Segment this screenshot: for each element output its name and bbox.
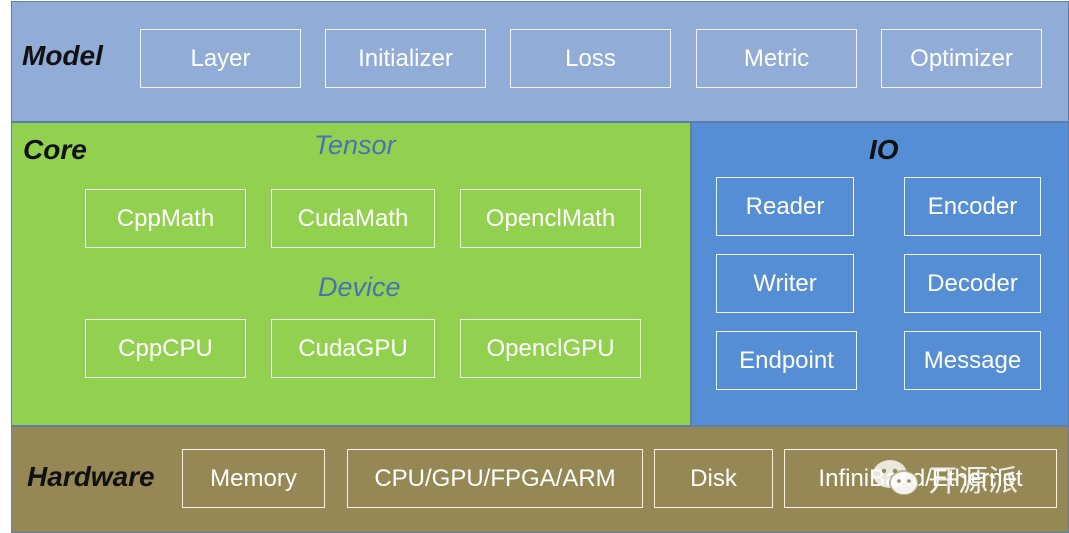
model-box-layer: Layer <box>140 29 301 88</box>
core-box-cppmath: CppMath <box>85 189 246 248</box>
core-box-cudagpu: CudaGPU <box>271 319 435 378</box>
core-box-cppcpu: CppCPU <box>85 319 246 378</box>
io-box-message: Message <box>904 331 1041 390</box>
model-box-loss: Loss <box>510 29 671 88</box>
watermark-text: 开源派 <box>928 465 1018 498</box>
wechat-icon <box>870 457 922 499</box>
tensor-label: Tensor <box>314 130 396 160</box>
io-box-endpoint: Endpoint <box>716 331 857 390</box>
io-layer <box>691 122 1069 426</box>
model-box-optimizer: Optimizer <box>881 29 1042 88</box>
core-box-openclgpu: OpenclGPU <box>460 319 641 378</box>
device-label: Device <box>318 272 401 302</box>
watermark: 开源派 <box>870 456 1018 500</box>
core-box-openclmath: OpenclMath <box>460 189 641 248</box>
io-box-writer: Writer <box>716 254 854 313</box>
core-title: Core <box>23 134 87 165</box>
model-title: Model <box>22 40 103 71</box>
hardware-box-network: InfiniBand/Ethernet <box>784 449 1057 508</box>
io-box-encoder: Encoder <box>904 177 1041 236</box>
model-layer <box>11 1 1069 122</box>
model-box-initializer: Initializer <box>325 29 486 88</box>
io-title: IO <box>869 134 899 165</box>
hardware-box-processors: CPU/GPU/FPGA/ARM <box>347 449 643 508</box>
core-box-cudamath: CudaMath <box>271 189 435 248</box>
core-layer <box>11 122 691 426</box>
hardware-title: Hardware <box>27 461 155 492</box>
hardware-box-disk: Disk <box>654 449 773 508</box>
io-box-reader: Reader <box>716 177 854 236</box>
hardware-box-memory: Memory <box>182 449 325 508</box>
model-box-metric: Metric <box>696 29 857 88</box>
io-box-decoder: Decoder <box>904 254 1041 313</box>
